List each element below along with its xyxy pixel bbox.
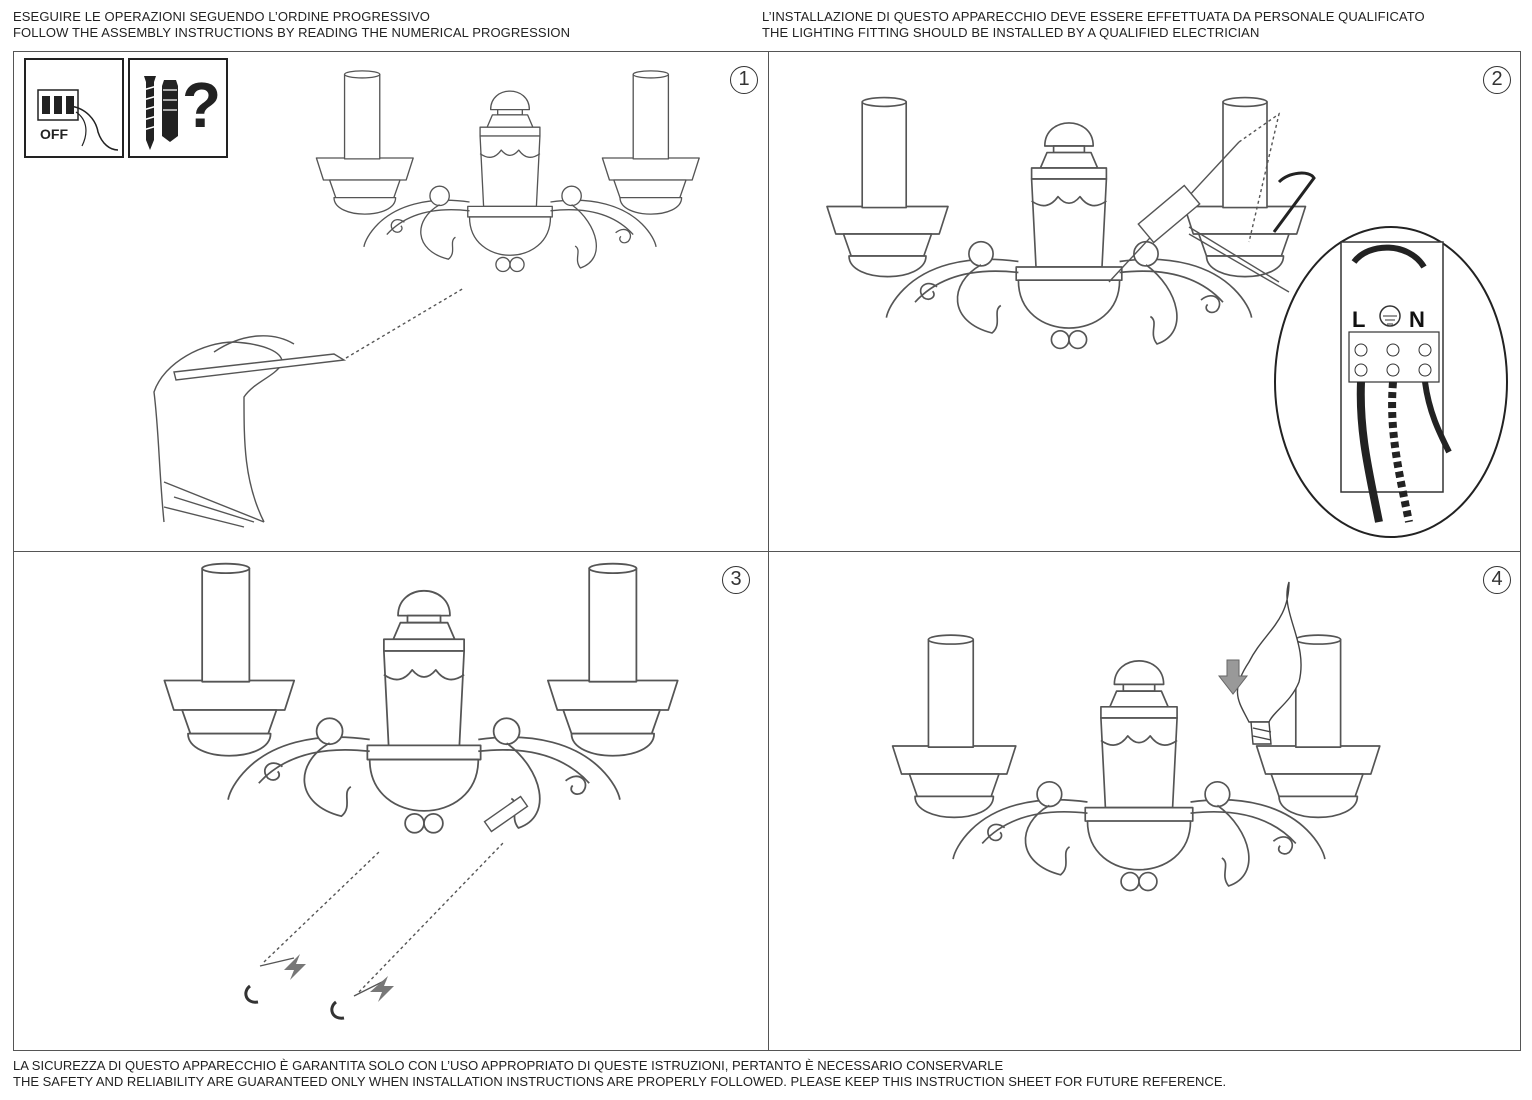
neutral-terminal-label: N bbox=[1409, 307, 1425, 332]
screw-anchor-icon bbox=[259, 795, 529, 997]
arrow-down-icon bbox=[1217, 659, 1249, 695]
wall-lamp-icon bbox=[891, 634, 1381, 892]
footer-english: THE SAFETY AND RELIABILITY ARE GUARANTEE… bbox=[13, 1074, 1227, 1089]
bulb-icon bbox=[1236, 581, 1302, 745]
step-2-drawing: L N bbox=[826, 96, 1508, 538]
step-number-1: 1 bbox=[730, 66, 758, 94]
wall-lamp-icon bbox=[826, 96, 1307, 350]
cable-connector-icon bbox=[1108, 112, 1316, 293]
step-number-3: 3 bbox=[722, 566, 750, 594]
wall-lamp-icon bbox=[163, 562, 679, 834]
footer-italian: LA SICUREZZA DI QUESTO APPARECCHIO È GAR… bbox=[13, 1058, 1004, 1073]
header-left: ESEGUIRE LE OPERAZIONI SEGUENDO L’ORDINE… bbox=[13, 9, 570, 41]
horizontal-divider bbox=[13, 551, 1521, 552]
pencil-hand-icon bbox=[153, 287, 465, 528]
header-left-english: FOLLOW THE ASSEMBLY INSTRUCTIONS BY READ… bbox=[13, 25, 571, 40]
wall-lamp-icon bbox=[315, 70, 700, 273]
switch-off-icon: OFF bbox=[24, 58, 124, 158]
header-left-italian: ESEGUIRE LE OPERAZIONI SEGUENDO L’ORDINE… bbox=[13, 9, 430, 24]
step-2-panel: 2 L N bbox=[769, 52, 1523, 551]
live-terminal-label: L bbox=[1352, 307, 1365, 332]
header-right-italian: L’INSTALLAZIONE DI QUESTO APPARECCHIO DE… bbox=[762, 9, 1425, 24]
step-number-2: 2 bbox=[1483, 66, 1511, 94]
off-label: OFF bbox=[40, 126, 68, 142]
step-number-4: 4 bbox=[1483, 566, 1511, 594]
step-4-panel: 4 bbox=[769, 552, 1523, 1051]
step-4-drawing bbox=[891, 581, 1381, 892]
step-3-drawing bbox=[163, 562, 679, 1020]
screw-anchor-icon: ? bbox=[128, 58, 228, 158]
step-1-panel: OFF ? 1 bbox=[14, 52, 768, 551]
clip-icon bbox=[244, 984, 345, 1020]
header-right: L’INSTALLAZIONE DI QUESTO APPARECCHIO DE… bbox=[762, 9, 1425, 41]
question-mark: ? bbox=[182, 69, 222, 141]
insert-arrow-icon bbox=[284, 954, 394, 1002]
step-1-drawing bbox=[153, 70, 700, 528]
footer: LA SICUREZZA DI QUESTO APPARECCHIO È GAR… bbox=[13, 1058, 1226, 1090]
header-right-english: THE LIGHTING FITTING SHOULD BE INSTALLED… bbox=[762, 25, 1260, 40]
wiring-terminal-icon bbox=[1274, 226, 1508, 538]
step-3-panel: 3 bbox=[14, 552, 768, 1051]
